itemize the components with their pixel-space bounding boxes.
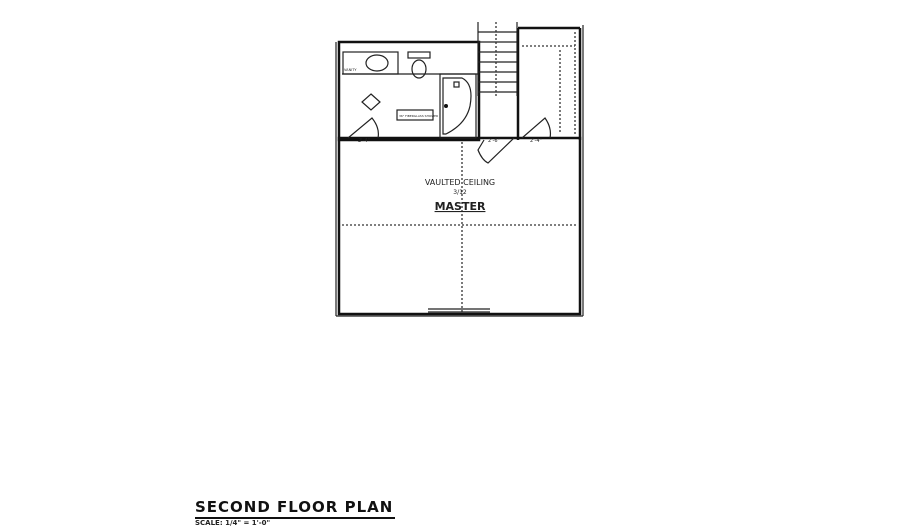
door-width-label: 2'-4" xyxy=(530,138,542,144)
bathroom xyxy=(342,51,478,139)
doors xyxy=(347,117,552,164)
ceiling-pitch: 3/12 xyxy=(453,189,467,196)
ceiling-lines xyxy=(342,142,578,313)
shower-label-box xyxy=(396,109,434,121)
plan-scale: SCALE: 1/4" = 1'-0" xyxy=(195,519,271,527)
plan-title: SECOND FLOOR PLAN xyxy=(195,498,395,519)
sink-icon xyxy=(365,54,389,72)
toilet-icon xyxy=(411,59,427,79)
room-name: MASTER xyxy=(435,200,486,213)
door-width-label: 2'-4" xyxy=(358,138,370,144)
exterior-walls xyxy=(335,25,584,317)
closet xyxy=(522,32,576,134)
floor-drain-icon xyxy=(361,93,381,111)
shower-icon xyxy=(442,77,472,135)
staircase xyxy=(477,22,518,96)
ceiling-note: VAULTED CEILING xyxy=(425,178,495,187)
door-width-label: 2'-6" xyxy=(488,138,500,144)
vanity-label: VANITY xyxy=(344,68,357,72)
shower-label: 36" FIBERGLASS SHOWER xyxy=(399,114,438,118)
toilet-tank-icon xyxy=(407,51,431,59)
